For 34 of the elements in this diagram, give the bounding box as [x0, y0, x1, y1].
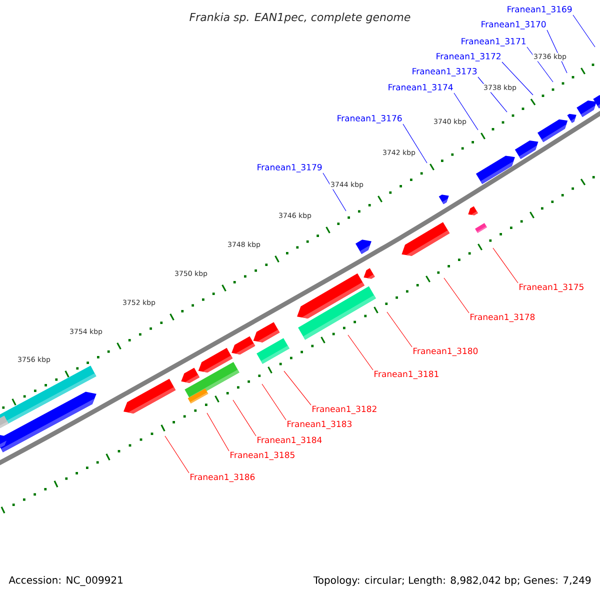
gene-label: Franean1_3176: [338, 115, 402, 124]
gene-label: Franean1_3180: [414, 348, 478, 356]
leader-line: [402, 124, 428, 164]
leader-line: [232, 400, 256, 436]
footer-text: Topology: circular; Length: 8,982,042 bp; Genes: 7,249: [313, 576, 591, 586]
leader-line: [206, 412, 230, 452]
gene-label: Franean1_3171: [462, 38, 526, 46]
gene-label: Franean1_3182: [312, 406, 376, 414]
leader-line: [284, 370, 312, 406]
gene-label: Franean1_3186: [190, 474, 255, 482]
gene-label: Franean1_3170: [482, 21, 546, 30]
leader-line: [454, 92, 478, 130]
gene-label: Franean1_3173: [412, 68, 477, 76]
leader-line: [348, 334, 374, 370]
leader-line: [386, 312, 412, 348]
gene-label: Franean1_3185: [230, 452, 294, 460]
leader-line: [164, 436, 190, 474]
leader-line: [572, 14, 596, 48]
gene-label: Franean1_3179: [258, 164, 322, 172]
leader-line: [262, 384, 286, 420]
gene-label: Franean1_3172: [436, 53, 500, 62]
gene-label: Franean1_3183: [288, 420, 352, 430]
gene-label: Franean1_3184: [258, 436, 322, 446]
title: Frankia sp. EAN1pec, complete genome: [190, 12, 410, 24]
leader-line: [492, 248, 518, 284]
leader-line: [322, 172, 346, 212]
gene-label: Franean1_3169: [508, 6, 572, 14]
gene-label: Franean1_3178: [470, 314, 535, 322]
leader-line: [502, 62, 534, 96]
footer-text: Accession: NC_009921: [8, 576, 122, 586]
gene-label: Franean1_3175: [520, 284, 584, 292]
leader-line: [444, 278, 470, 314]
gene-label: Franean1_3174: [388, 84, 453, 92]
gene-label: Franean1_3181: [374, 370, 438, 380]
